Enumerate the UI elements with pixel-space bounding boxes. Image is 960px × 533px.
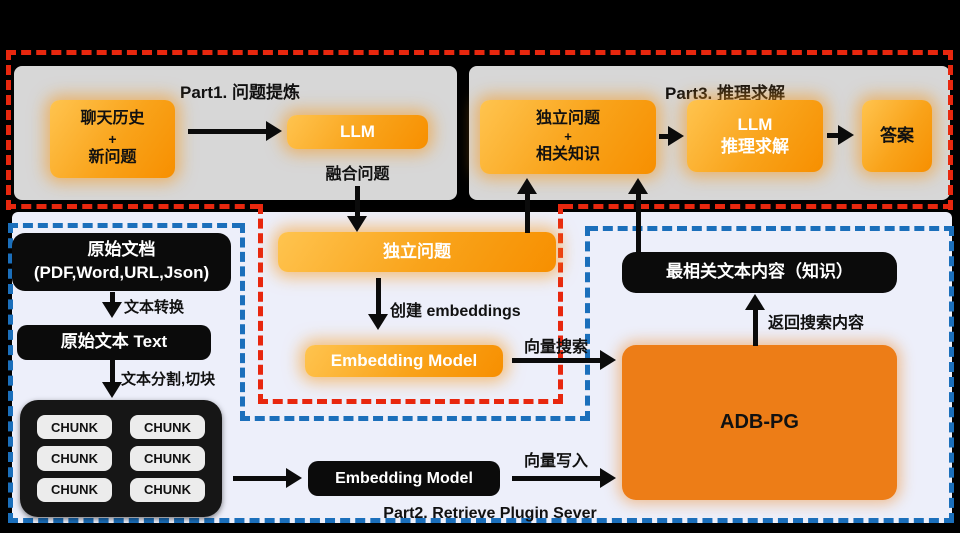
arrow-vector-search (512, 358, 602, 363)
part1-llm-box: LLM (287, 115, 428, 149)
answer-box: 答案 (862, 100, 932, 172)
best-content-label: 最相关文本内容（知识） (666, 262, 853, 282)
part3-llm-box: LLM 推理求解 (687, 100, 823, 172)
part1-title: Part1. 问题提炼 (180, 83, 300, 102)
arrow-text-to-chunks-head-icon (102, 382, 122, 398)
blue-dash-bottom (8, 518, 954, 523)
chunk-item: CHUNK (130, 477, 205, 502)
blue-dash-notch-right (585, 226, 590, 421)
red-dash-bottom-right-segment (563, 204, 953, 209)
arrow-vector-write (512, 476, 602, 481)
arrow-return-search (753, 308, 758, 346)
red-dash-top (6, 50, 953, 55)
arrow-doc-to-text-head-icon (102, 302, 122, 318)
arrow-return-search-head-icon (745, 294, 765, 310)
independent-question-box: 独立问题 (278, 232, 556, 272)
arrow-llm3-to-answer (827, 133, 841, 138)
chunk-item: CHUNK (37, 477, 112, 502)
arrow-doc-to-text (110, 292, 115, 304)
red-dash-notch-left (258, 204, 263, 404)
arrow-chat-to-llm (188, 129, 268, 134)
question-knowledge-line2: + (564, 128, 572, 144)
red-dash-left (6, 50, 11, 210)
question-knowledge-box: 独立问题 + 相关知识 (480, 100, 656, 174)
best-content-box: 最相关文本内容（知识） (622, 252, 897, 293)
chat-history-box: 聊天历史 + 新问题 (50, 100, 175, 178)
create-embeddings-label: 创建 embeddings (390, 303, 521, 320)
arrow-independent-to-embedding (376, 278, 381, 316)
chunk-item: CHUNK (37, 446, 112, 471)
text-split-label: 文本分割,切块 (121, 371, 216, 388)
chat-history-line2: + (108, 130, 117, 147)
adb-pg-label: ADB-PG (720, 411, 799, 433)
chunk-item: CHUNK (130, 415, 205, 440)
raw-doc-line1: 原始文档 (87, 240, 156, 260)
embedding-model-black-label: Embedding Model (335, 469, 473, 487)
independent-question-label: 独立问题 (383, 241, 451, 261)
red-dash-notch-bottom (258, 399, 563, 404)
chunk-item: CHUNK (37, 415, 112, 440)
blue-dash-notch-bottom (240, 416, 590, 421)
embedding-model-orange-label: Embedding Model (330, 350, 478, 370)
raw-text-box: 原始文本 Text (17, 325, 211, 360)
embedding-model-black-box: Embedding Model (308, 461, 500, 496)
answer-label: 答案 (880, 125, 914, 145)
text-convert-label: 文本转换 (124, 299, 185, 316)
vector-search-label: 向量搜索 (524, 339, 589, 356)
blue-dash-left (8, 223, 13, 523)
embedding-model-orange-box: Embedding Model (305, 345, 503, 377)
arrow-independent-to-embedding-head-icon (368, 314, 388, 330)
chat-history-line3: 新问题 (88, 149, 137, 167)
raw-doc-line2: (PDF,Word,URL,Json) (33, 263, 210, 282)
red-dash-bottom-left-segment (6, 204, 260, 209)
vector-write-label: 向量写入 (524, 453, 589, 470)
arrow-vector-search-head-icon (600, 350, 616, 370)
arrow-chunks-to-embedding (233, 476, 288, 481)
part1-llm-label: LLM (340, 121, 375, 141)
blue-dash-right (949, 226, 954, 523)
blue-dash-notch-left (240, 223, 245, 421)
arrow-llm3-to-answer-head-icon (838, 125, 854, 145)
part3-llm-line2: 推理求解 (721, 137, 789, 156)
raw-doc-box: 原始文档 (PDF,Word,URL,Json) (12, 233, 231, 291)
arrow-text-to-chunks (110, 360, 115, 384)
return-search-label: 返回搜索内容 (768, 315, 865, 332)
arrow-vector-write-head-icon (600, 468, 616, 488)
question-knowledge-line1: 独立问题 (535, 109, 600, 127)
arrow-chat-to-llm-head-icon (266, 121, 282, 141)
question-knowledge-line3: 相关知识 (535, 146, 600, 164)
blue-dash-top-right-segment (588, 226, 954, 231)
part3-llm-line1: LLM (737, 114, 773, 134)
arrow-knowledge-to-qk-head-icon (628, 178, 648, 194)
arrow-independent-to-qk-head-icon (517, 178, 537, 194)
red-dash-right (948, 50, 953, 210)
arrow-knowledge-to-qk (636, 192, 641, 253)
arrow-llm-to-independent-head-icon (347, 216, 367, 232)
chunk-item: CHUNK (130, 446, 205, 471)
arrow-qk-to-llm3 (659, 134, 671, 139)
arrow-chunks-to-embedding-head-icon (286, 468, 302, 488)
arrow-independent-to-qk (525, 192, 530, 233)
part2-label: Part2. Retrieve Plugin Sever (383, 505, 597, 522)
red-dash-notch-right (558, 204, 563, 404)
arrow-llm-to-independent (355, 186, 360, 218)
chat-history-line1: 聊天历史 (80, 110, 145, 128)
blue-dash-top-left-segment (8, 223, 242, 228)
arrow-qk-to-llm3-head-icon (668, 126, 684, 146)
fused-question-label: 融合问题 (325, 166, 390, 183)
adb-pg-box: ADB-PG (622, 345, 897, 500)
raw-text-label: 原始文本 Text (60, 332, 168, 352)
chunk-container: CHUNK CHUNK CHUNK CHUNK CHUNK CHUNK (20, 400, 222, 517)
part3-title: Part3. 推理求解 (665, 84, 785, 103)
